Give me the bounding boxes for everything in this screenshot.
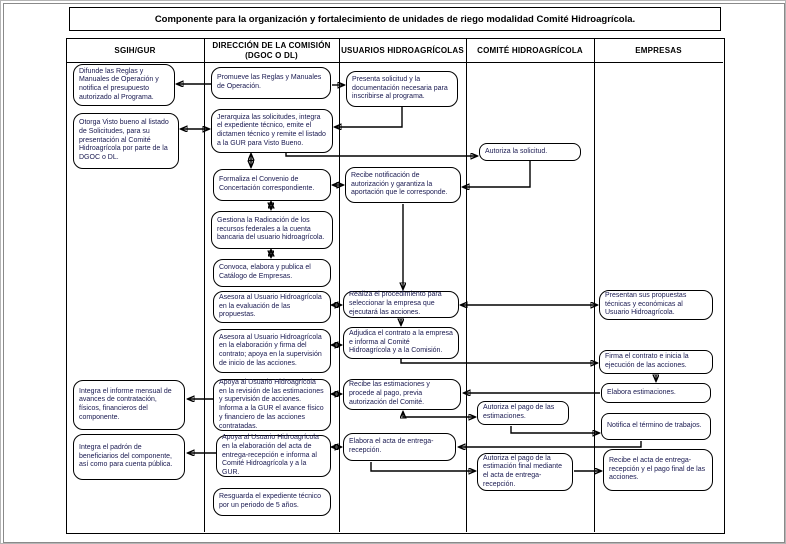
flow-box-usr-adjudica-contrato: Adjudica el contrato a la empresa e info… (343, 327, 459, 359)
flow-box-gur-difunde-reglas: Difunde las Reglas y Manuales de Operaci… (73, 64, 175, 106)
flow-box-gur-integra-informe: Integra el informe mensual de avances de… (73, 380, 185, 430)
flow-box-usr-realiza-procedimiento: Realiza el procedimiento para selecciona… (343, 291, 459, 318)
lane-header-usuarios: USUARIOS HIDROAGRÍCOLAS (341, 45, 464, 55)
lane-divider (339, 38, 340, 532)
diagram-title: Componente para la organización y fortal… (69, 7, 721, 31)
lane-divider (466, 38, 467, 532)
flow-box-usr-presenta-solicitud: Presenta solicitud y la documentación ne… (346, 71, 458, 107)
flow-box-gur-integra-padron: Integra el padrón de beneficiarios del c… (73, 434, 185, 480)
flow-box-dir-apoya-acta: Apoya al Usuario Hidroagrícola en la ela… (216, 434, 331, 477)
flow-box-emp-notifica-termino: Notifica el término de trabajos. (601, 413, 711, 440)
flow-box-dir-convoca-catalogo: Convoca, elabora y publica el Catálogo d… (213, 259, 331, 287)
flow-box-com-autoriza-solicitud: Autoriza la solicitud. (479, 143, 581, 161)
flow-box-dir-gestiona-radicacion: Gestiona la Radicación de los recursos f… (211, 211, 333, 249)
flow-box-dir-apoya-revision: Apoya al Usuario Hidroagrícola en la rev… (213, 379, 331, 431)
lane-divider (594, 38, 595, 532)
page-border (3, 3, 785, 543)
lane-header-comite: COMITÉ HIDROAGRÍCOLA (477, 45, 583, 55)
flow-box-emp-recibe-acta: Recibe el acta de entrega-recepción y el… (603, 449, 713, 491)
flow-box-gur-otorga-visto-bueno: Otorga Visto bueno al listado de Solicit… (73, 113, 179, 169)
lane-header-sgih-gur: SGIH/GUR (114, 45, 156, 55)
flow-box-com-autoriza-pago-estimaciones: Autoriza el pago de las estimaciones. (477, 401, 569, 425)
lane-header-empresas: EMPRESAS (635, 45, 682, 55)
flow-box-dir-resguarda-expediente: Resguarda el expediente técnico por un p… (213, 488, 331, 516)
flow-box-emp-presentan-propuestas: Presentan sus propuestas técnicas y econ… (599, 290, 713, 320)
flow-box-dir-asesora-evaluacion: Asesora al Usuario Hidroagrícola en la e… (213, 291, 331, 323)
lane-header-direccion: DIRECCIÓN DE LA COMISIÓN (DGOC O DL) (212, 41, 331, 60)
flow-box-dir-promueve-reglas: Promueve las Reglas y Manuales de Operac… (211, 67, 331, 99)
flow-box-usr-recibe-estimaciones: Recibe las estimaciones y procede al pag… (343, 379, 461, 410)
flow-box-usr-elabora-acta: Elabora el acta de entrega-recepción. (343, 433, 456, 461)
flow-box-dir-asesora-contrato: Asesora al Usuario Hidroagrícola en la e… (213, 329, 331, 373)
flow-box-dir-jerarquiza: Jerarquiza las solicitudes, integra el e… (211, 109, 333, 153)
flow-box-emp-elabora-estimaciones: Elabora estimaciones. (601, 383, 711, 403)
flow-box-com-autoriza-pago-final: Autoriza el pago de la estimación final … (477, 453, 573, 491)
flow-box-emp-firma-contrato: Firma el contrato e inicia la ejecución … (599, 350, 713, 374)
flow-box-usr-recibe-notificacion: Recibe notificación de autorización y ga… (345, 167, 461, 203)
flow-box-dir-formaliza-convenio: Formaliza el Convenio de Concertación co… (213, 169, 331, 201)
header-divider (66, 62, 723, 63)
lane-divider (204, 38, 205, 532)
